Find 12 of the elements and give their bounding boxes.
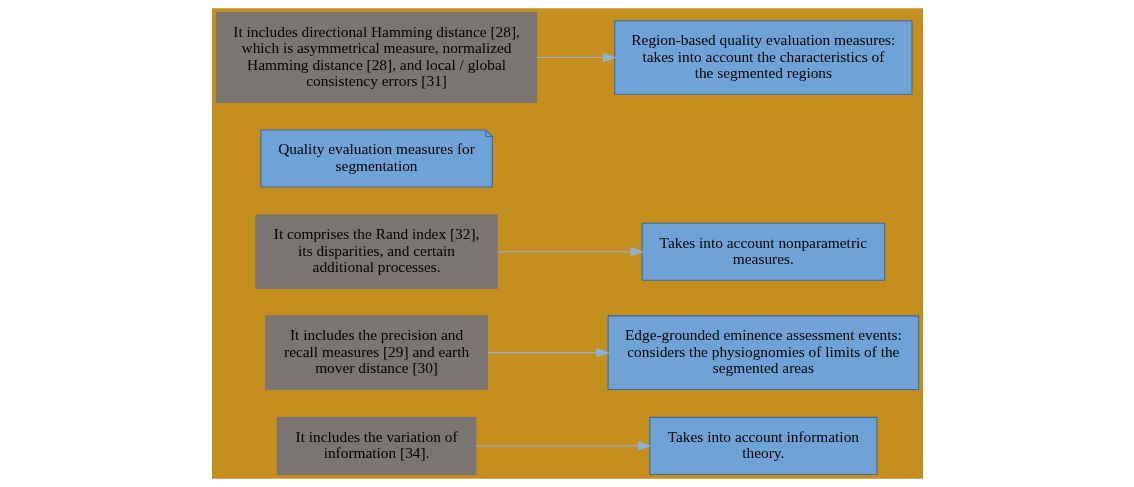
arrow xyxy=(535,52,616,63)
node-box: Edge-grounded eminence assessment events: considers the physiognomies of limits of the segmented areas xyxy=(607,315,919,390)
arrow xyxy=(475,441,651,451)
node-box: It includes the precision and recall measures [29] and earth mover distance [30] xyxy=(264,315,488,390)
node-box: Takes into account information theory. xyxy=(648,416,877,476)
node-box: Takes into account nonparametric measures. xyxy=(641,222,885,281)
arrow xyxy=(496,247,644,257)
node-box: Region-based quality evaluation measures: takes into account the characteristics of the segmented regions xyxy=(613,20,913,95)
node-box: It includes the variation of information [34]. xyxy=(276,416,476,476)
node-box: It comprises the Rand index [32], its disparities, and certain additional processes. xyxy=(254,214,498,290)
node-box: It includes directional Hamming distance [28], which is asymmetrical measure, normalized Hamming distance [28], and local / global consistency errors [31] xyxy=(215,11,537,104)
arrow xyxy=(486,348,610,358)
